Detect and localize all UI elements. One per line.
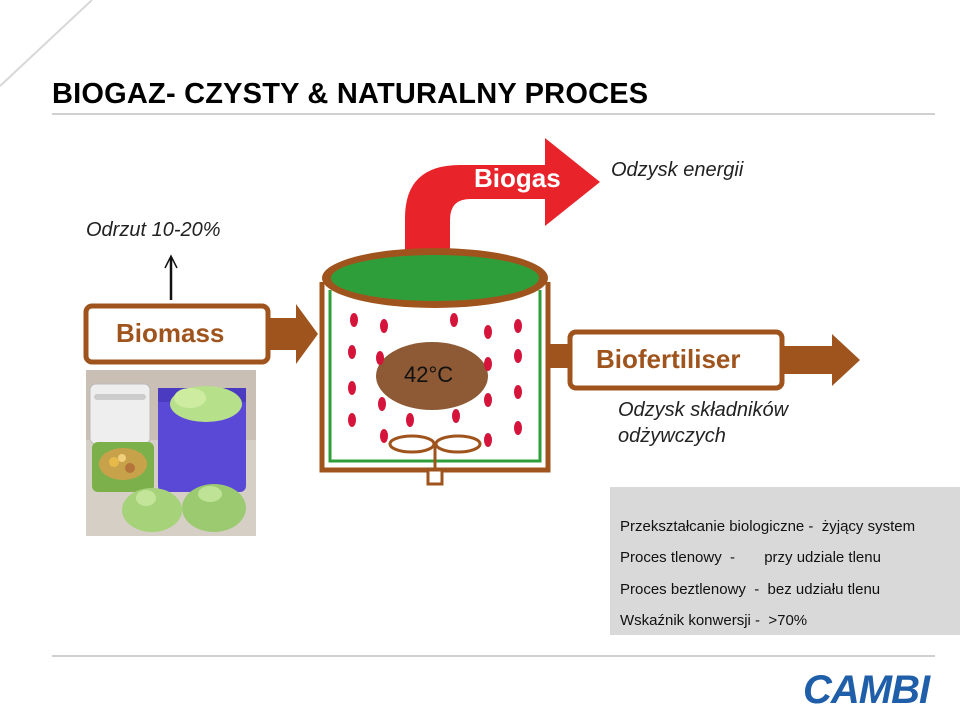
reject-arrow bbox=[165, 256, 177, 300]
nutrient-recovery-label-2: odżywczych bbox=[618, 425, 726, 448]
biomass-photo bbox=[86, 370, 256, 536]
nutrient-recovery-label-1: Odzysk składników bbox=[618, 399, 788, 422]
info-line-conversion-rate: Wskaźnik konwersji - >70% bbox=[620, 612, 807, 629]
info-line-aerobic: Proces tlenowy - przy udziale tlenu bbox=[620, 549, 881, 566]
reject-label: Odrzut 10-20% bbox=[86, 219, 221, 242]
biogas-label: Biogas bbox=[474, 163, 561, 194]
info-line-conversion: Przekształcanie biologiczne - żyjący sys… bbox=[620, 518, 915, 535]
footer-divider bbox=[52, 655, 935, 657]
info-line-anaerobic: Proces beztlenowy - bez udziału tlenu bbox=[620, 581, 880, 598]
temperature-label: 42°C bbox=[404, 362, 453, 388]
biofertiliser-label: Biofertiliser bbox=[596, 344, 741, 375]
cambi-logo: CAMBI bbox=[803, 668, 929, 713]
biomass-label: Biomass bbox=[116, 318, 224, 349]
energy-recovery-label: Odzysk energii bbox=[611, 159, 743, 182]
